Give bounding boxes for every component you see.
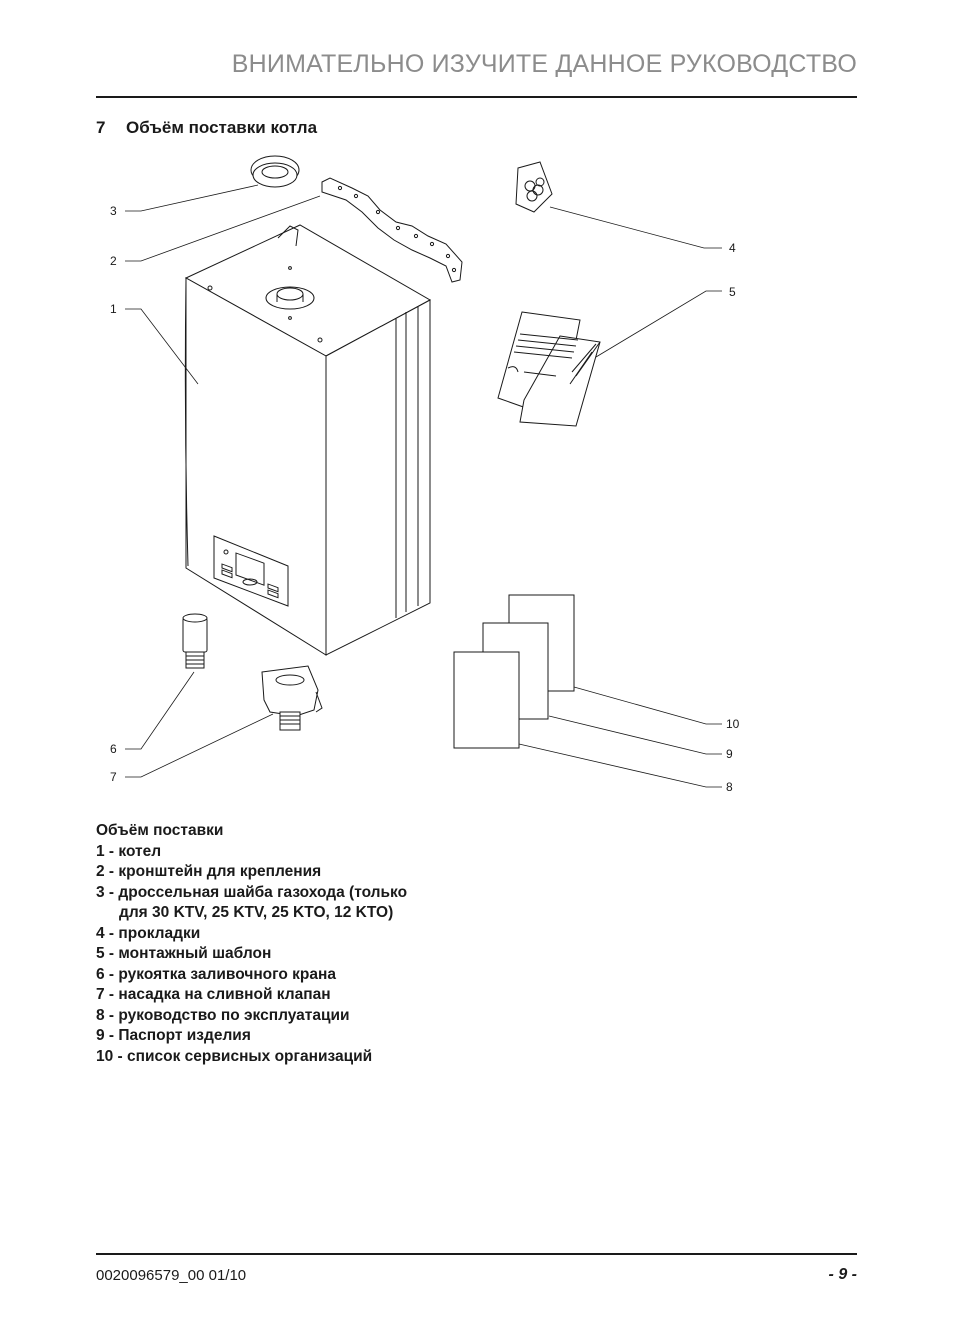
callout-7: 7 <box>110 770 117 784</box>
document-code: 0020096579_00 01/10 <box>96 1267 247 1284</box>
mounting-bracket-drawing <box>321 177 463 283</box>
boiler-drawing <box>184 224 432 656</box>
list-item: 7 - насадка на сливной клапан <box>96 986 331 1003</box>
footer-rule <box>96 1253 857 1255</box>
list-item: 3 - дроссельная шайба газохода (только <box>96 883 408 901</box>
list-item: 2 - кронштейн для крепления <box>96 863 322 880</box>
page-number: - 9 - <box>828 1266 857 1283</box>
list-item: 6 - рукоятка заливочного крана <box>96 965 337 983</box>
section-heading: 7 Объём поставки котла <box>96 118 317 138</box>
callout-3: 3 <box>110 204 117 218</box>
mounting-template-drawing <box>497 311 601 427</box>
callout-9: 9 <box>726 747 733 761</box>
callout-6: 6 <box>110 742 117 756</box>
callout-labels: 1 2 3 4 5 6 7 8 9 10 <box>110 204 740 794</box>
callout-8: 8 <box>726 780 733 794</box>
callout-10: 10 <box>726 717 740 731</box>
running-header: ВНИМАТЕЛЬНО ИЗУЧИТЕ ДАННОЕ РУКОВОДСТВО <box>231 50 857 78</box>
filling-tap-handle-drawing <box>182 613 208 669</box>
section-title: Объём поставки котла <box>126 118 318 137</box>
section-number: 7 <box>96 118 106 137</box>
callout-5: 5 <box>729 285 736 299</box>
list-item: 9 - Паспорт изделия <box>96 1027 251 1044</box>
list-item: 5 - монтажный шаблон <box>96 945 272 962</box>
list-item: 1 - котел <box>96 842 162 860</box>
callout-2: 2 <box>110 254 117 268</box>
drain-valve-nozzle-drawing <box>261 665 323 731</box>
operating-manual-document-drawing <box>453 651 520 749</box>
delivery-contents-list: Объём поставки 1 - котел 2 - кронштейн д… <box>96 821 407 1067</box>
list-item: 8 - руководство по эксплуатации <box>96 1006 350 1024</box>
list-item-continuation: для 30 KTV, 25 KTV, 25 KTO, 12 KTO) <box>119 904 394 921</box>
list-item: 10 - список сервисных организаций <box>96 1047 373 1065</box>
callout-leaders <box>125 184 722 788</box>
list-heading: Объём поставки <box>96 822 224 839</box>
header-rule <box>96 96 857 98</box>
callout-4: 4 <box>729 241 736 255</box>
list-item: 4 - прокладки <box>96 924 201 942</box>
flue-throttle-washer-drawing <box>250 155 300 188</box>
gaskets-pack-drawing <box>515 161 553 213</box>
callout-1: 1 <box>110 302 117 316</box>
delivery-contents-illustration: 1 2 3 4 5 6 7 8 9 10 <box>110 155 740 794</box>
